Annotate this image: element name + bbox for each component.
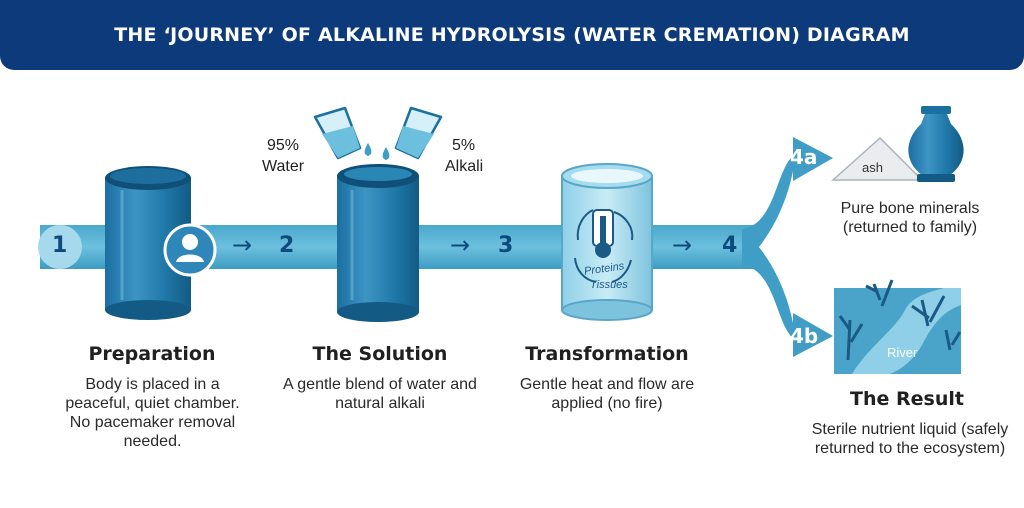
step-1-description: Body is placed in a peaceful, quiet cham… [65, 376, 240, 450]
alkali-percent: 5% [452, 137, 476, 154]
person-icon [163, 223, 217, 277]
branch-4a-label: 4a [790, 145, 818, 169]
droplets-icon [364, 143, 390, 160]
arrow-3-to-4: → [672, 231, 693, 259]
page-title: THE ‘JOURNEY’ OF ALKALINE HYDROLYSIS (WA… [114, 24, 910, 46]
step-3-title: Transformation [525, 343, 689, 365]
transformation-chamber-icon [561, 163, 653, 321]
branch-arrow-4b [742, 229, 833, 357]
ash-pile-icon [831, 136, 924, 181]
arrow-2-to-3: → [450, 231, 471, 259]
step-3-description: Gentle heat and flow are applied (no fir… [519, 376, 695, 412]
river-ecosystem-icon [834, 279, 962, 374]
step-2-number: 2 [279, 233, 295, 258]
header-banner [0, 0, 1024, 70]
step-4-number: 4 [722, 233, 738, 258]
step-3-number: 3 [498, 233, 514, 258]
alkali-label: Alkali [445, 158, 484, 175]
ash-label: ash [862, 160, 883, 175]
step-2-description: A gentle blend of water and natural alka… [283, 376, 477, 412]
result-title: The Result [850, 388, 964, 410]
thermometer-icon [592, 209, 614, 258]
branch-4a-description: Pure bone minerals (returned to family) [840, 200, 980, 236]
arrow-1-to-2: → [232, 231, 253, 259]
circulation-arrows-icon [574, 209, 634, 283]
river-label: River [887, 345, 918, 360]
water-percent: 95% [267, 137, 300, 154]
water-label: Water [262, 158, 305, 175]
step-1-number: 1 [52, 233, 68, 258]
step-1-title: Preparation [88, 343, 216, 365]
branch-arrow-4a [742, 137, 833, 265]
chamber-tissues-label: Tissues [590, 279, 628, 291]
step-2-title: The Solution [312, 343, 448, 365]
pipe-start-cap [38, 225, 82, 269]
urn-icon [908, 106, 964, 182]
result-description: Sterile nutrient liquid (safely returned… [811, 421, 1009, 457]
water-beaker-icon [313, 106, 362, 160]
alkali-beaker-icon [394, 106, 443, 160]
solution-tank-icon [337, 164, 419, 322]
branch-4b-label: 4b [790, 324, 819, 348]
